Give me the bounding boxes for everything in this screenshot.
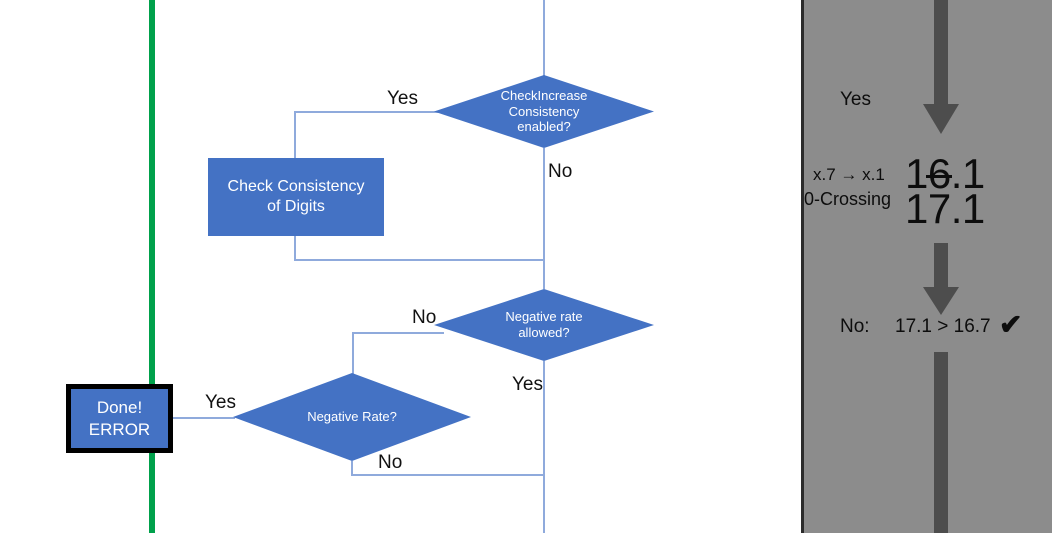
process-label: Check Consistency of Digits <box>228 177 365 217</box>
connector-bottom-spine <box>543 474 545 533</box>
connector-no-spine <box>543 148 545 289</box>
decision-negative-rate-allowed-label: Negative rate allowed? <box>499 309 588 341</box>
connector-yes-vertical-down <box>294 111 296 158</box>
connector-process-exit-horizontal <box>294 259 545 261</box>
panel-value-struck: 16.1 <box>905 150 1052 198</box>
panel-comparison-prefix: No: <box>840 316 870 337</box>
connector-negrate-no-vertical <box>351 461 353 475</box>
edge-label-yes-negative-rate: Yes <box>205 392 236 413</box>
panel-yes-label: Yes <box>840 89 871 110</box>
connector-nra-no-horizontal <box>352 332 444 334</box>
panel-rule-line-1: x.7 → x.1 <box>813 165 885 184</box>
diamond-shape <box>233 373 471 461</box>
green-divider-line <box>149 0 155 533</box>
decision-line-2: Consistency <box>508 103 580 119</box>
edge-label-no-negative-rate-allowed: No <box>412 307 437 328</box>
decision-line-2: allowed? <box>518 325 570 340</box>
diamond-shape <box>434 75 654 148</box>
terminator-done-error[interactable]: Done! ERROR <box>66 384 173 453</box>
connector-nra-yes-spine <box>543 361 545 475</box>
down-arrow-shaft-3 <box>934 352 948 533</box>
edge-label-yes-check-increase: Yes <box>387 88 418 109</box>
check-mark-icon: ✔ <box>999 309 1023 340</box>
terminator-line-2: ERROR <box>88 419 151 439</box>
connector-top-spine <box>543 0 545 76</box>
connector-nra-no-vertical <box>352 332 354 374</box>
connector-yes-horizontal <box>294 111 444 113</box>
down-arrow-icon-1 <box>923 0 959 134</box>
decision-negative-rate[interactable]: Negative Rate? <box>233 373 471 461</box>
terminator-line-1: Done! <box>96 398 143 418</box>
annotation-panel: Yes x.7 → x.1 0-Crossing 16.1 17.1 No: 1… <box>801 0 1052 533</box>
edge-label-no-check-increase: No <box>548 161 573 182</box>
panel-comparison-value: 17.1 > 16.7 <box>895 316 991 337</box>
panel-value-result: 17.1 <box>905 185 985 232</box>
decision-negative-rate-label: Negative Rate? <box>307 409 397 425</box>
process-line-2: of Digits <box>267 198 325 215</box>
process-line-1: Check Consistency <box>227 178 365 195</box>
connector-negrate-no-horizontal <box>351 474 545 476</box>
decision-line-3: enabled? <box>517 119 571 135</box>
decision-line-1: Negative rate <box>505 309 583 325</box>
edge-label-yes-negative-rate-allowed: Yes <box>512 374 543 395</box>
decision-line-1: CheckIncrease <box>500 87 588 103</box>
decision-check-increase-label: CheckIncrease Consistency enabled? <box>495 88 594 136</box>
process-check-consistency-of-digits[interactable]: Check Consistency of Digits <box>208 158 384 236</box>
decision-check-increase-consistency[interactable]: CheckIncrease Consistency enabled? <box>434 75 654 148</box>
down-arrow-icon-2 <box>923 243 959 315</box>
edge-label-no-negative-rate: No <box>378 452 403 473</box>
decision-negative-rate-allowed[interactable]: Negative rate allowed? <box>434 289 654 361</box>
panel-rule-line-2: 0-Crossing <box>804 189 892 209</box>
connector-negrate-yes <box>173 417 235 419</box>
connector-process-exit-vertical <box>294 236 296 260</box>
diamond-shape <box>434 289 654 361</box>
